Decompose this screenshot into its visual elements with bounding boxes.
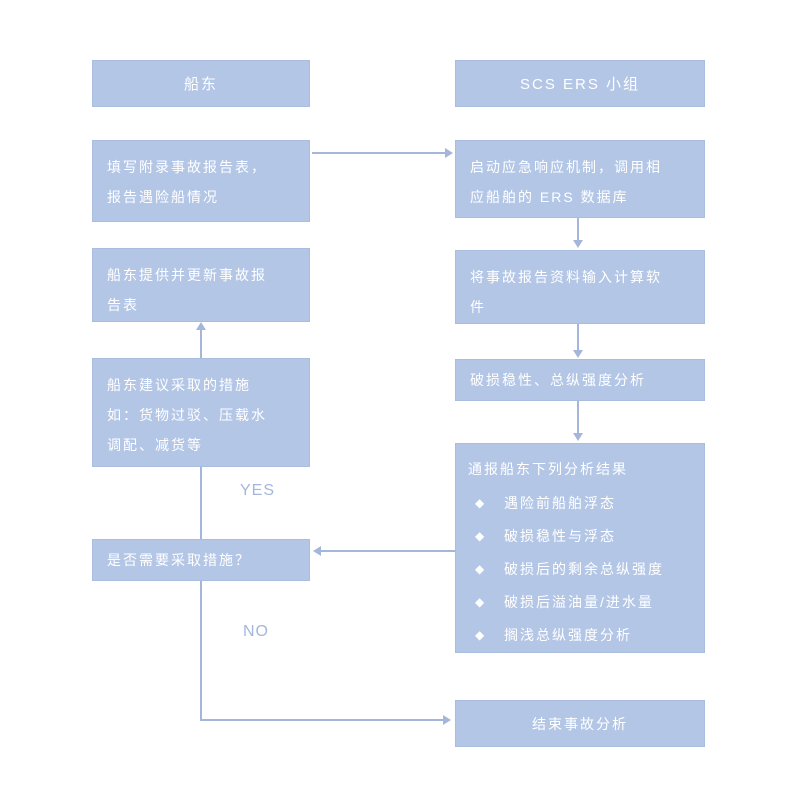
arrowhead-left-icon (313, 546, 321, 556)
notify-result-item: ◆ 遇险前船舶浮态 (466, 486, 694, 519)
diamond-bullet-icon: ◆ (475, 627, 487, 642)
node-text-line: 船东建议采取的措施 (107, 377, 251, 393)
node-text-line: 填写附录事故报告表， (107, 159, 267, 175)
diamond-bullet-icon: ◆ (475, 594, 487, 609)
connector-input-to-analysis (577, 324, 579, 351)
arrowhead-right-icon (445, 148, 453, 158)
arrowhead-down-icon (573, 240, 583, 248)
notify-result-text: 破损后的剩余总纵强度 (504, 560, 664, 577)
connector-decision-no-horizontal (200, 719, 444, 721)
notify-result-text: 破损后溢油量/进水量 (504, 593, 654, 610)
connector-decision-no-vertical (200, 581, 202, 720)
node-text-line: 告表 (107, 297, 139, 313)
notify-result-item: ◆ 破损后的剩余总纵强度 (466, 552, 694, 585)
node-text-line: 件 (470, 299, 486, 315)
node-text-line: 将事故报告资料输入计算软 (470, 269, 662, 285)
node-stability-strength-analysis: 破损稳性、总纵强度分析 (455, 359, 705, 401)
notify-result-item: ◆ 搁浅总纵强度分析 (466, 618, 694, 651)
lane-header-shipowner: 船东 (92, 60, 310, 107)
branch-label-no: NO (243, 623, 269, 640)
diamond-bullet-icon: ◆ (475, 561, 487, 576)
connector-decision-yes-to-suggest (200, 467, 202, 539)
node-input-report-data: 将事故报告资料输入计算软 件 (455, 250, 705, 324)
node-text-line: 报告遇险船情况 (107, 189, 219, 205)
notify-result-text: 搁浅总纵强度分析 (504, 626, 632, 643)
connector-notify-to-decision (321, 550, 455, 552)
arrowhead-down-icon (573, 433, 583, 441)
connector-suggest-to-update (200, 330, 202, 358)
connector-fillreport-to-activate (312, 152, 446, 154)
notify-result-text: 遇险前船舶浮态 (504, 494, 616, 511)
node-end-accident-analysis: 结束事故分析 (455, 700, 705, 747)
arrowhead-down-icon (573, 350, 583, 358)
node-fill-accident-report: 填写附录事故报告表， 报告遇险船情况 (92, 140, 310, 222)
arrowhead-right-icon (443, 715, 451, 725)
node-text-line: 应船舶的 ERS 数据库 (470, 189, 629, 205)
node-text-line: 调配、减货等 (107, 437, 203, 453)
branch-label-yes: YES (240, 482, 276, 499)
notify-results-title: 通报船东下列分析结果 (468, 461, 628, 477)
node-text-line: 启动应急响应机制，调用相 (470, 159, 662, 175)
diamond-bullet-icon: ◆ (475, 528, 487, 543)
notify-result-text: 破损稳性与浮态 (504, 527, 616, 544)
connector-analysis-to-notify (577, 401, 579, 434)
lane-header-scs-ers-team: SCS ERS 小组 (455, 60, 705, 107)
arrowhead-up-icon (196, 322, 206, 330)
diamond-bullet-icon: ◆ (475, 495, 487, 510)
connector-activate-to-input (577, 218, 579, 241)
node-text-line: 如：货物过驳、压载水 (107, 407, 267, 423)
notify-result-item: ◆ 破损后溢油量/进水量 (466, 585, 694, 618)
node-notify-results: 通报船东下列分析结果 ◆ 遇险前船舶浮态 ◆ 破损稳性与浮态 ◆ 破损后的剩余总… (455, 443, 705, 653)
node-activate-ers: 启动应急响应机制，调用相 应船舶的 ERS 数据库 (455, 140, 705, 218)
node-text-line: 船东提供并更新事故报 (107, 267, 267, 283)
node-update-accident-report: 船东提供并更新事故报 告表 (92, 248, 310, 322)
node-suggested-measures: 船东建议采取的措施 如：货物过驳、压载水 调配、减货等 (92, 358, 310, 467)
notify-result-item: ◆ 破损稳性与浮态 (466, 519, 694, 552)
node-decision-need-measures: 是否需要采取措施？ (92, 539, 310, 581)
